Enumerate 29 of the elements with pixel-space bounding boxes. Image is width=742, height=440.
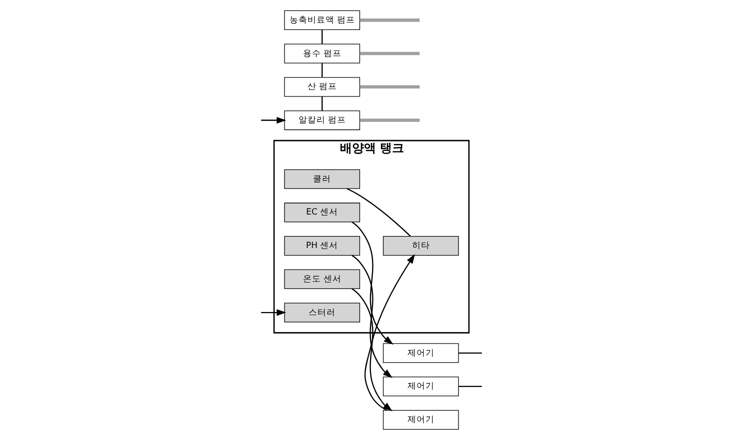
arrow — [260, 116, 286, 124]
node-box: 제어기 — [382, 376, 458, 396]
node-box: 용수 펌프 — [284, 44, 360, 64]
node-box: PH 센서 — [284, 236, 360, 256]
node-box: 온도 센서 — [284, 269, 360, 289]
arrow — [351, 288, 392, 412]
connector — [359, 118, 420, 122]
connector — [321, 63, 322, 78]
connector — [359, 52, 420, 56]
node-box: 알칼리 펌프 — [284, 110, 360, 130]
connector — [359, 18, 420, 22]
connector — [346, 188, 410, 237]
node-box: EC 센서 — [284, 202, 360, 222]
node-box: 히타 — [382, 236, 458, 256]
connector — [458, 352, 482, 354]
connector — [458, 386, 482, 388]
connector — [321, 96, 322, 111]
node-box: 산 펌프 — [284, 77, 360, 97]
node-box: 농축비료액 펌프 — [284, 10, 360, 30]
node-box: 쿨러 — [284, 169, 360, 189]
connector — [359, 85, 420, 89]
node-box: 제어기 — [382, 410, 458, 430]
node-box: 스터러 — [284, 302, 360, 322]
arrow — [351, 222, 393, 345]
arrow — [351, 254, 392, 378]
arrow — [364, 254, 415, 411]
connector — [321, 30, 322, 44]
node-box: 제어기 — [382, 343, 458, 363]
arrow — [260, 309, 286, 316]
